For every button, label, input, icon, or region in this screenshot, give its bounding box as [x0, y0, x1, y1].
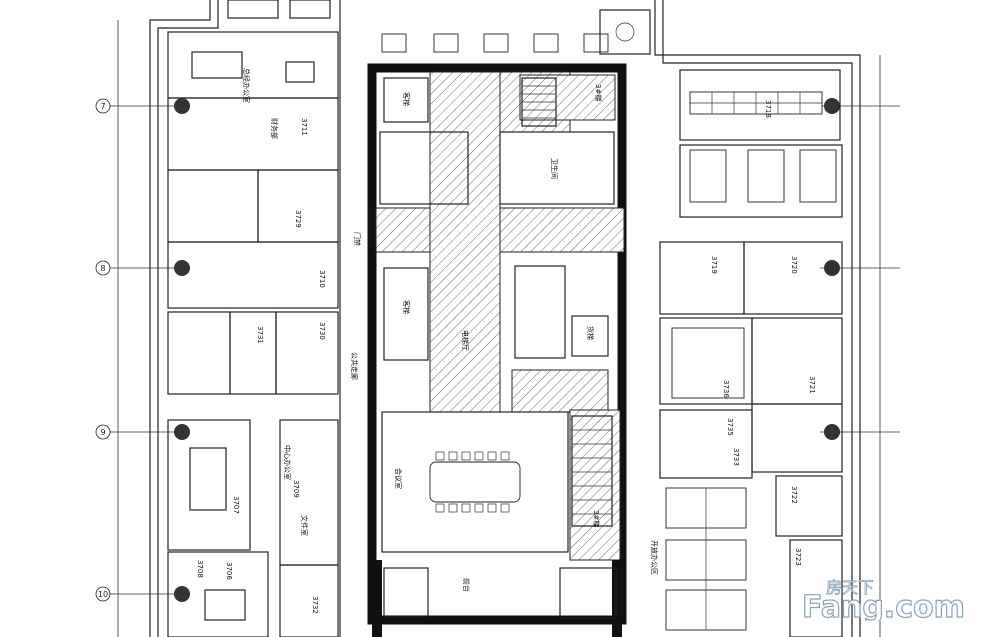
label-3735: 3735: [726, 418, 734, 436]
fang-watermark: 房天下 Fang.com: [801, 578, 965, 621]
axis-bubble-8: [95, 260, 111, 276]
watermark-brand-cn: 房天下: [826, 578, 874, 597]
label-3708: 3708: [196, 560, 204, 578]
conference-table: [429, 461, 521, 503]
axis-bubble-7: [95, 98, 111, 114]
label-mid-office: 中心办公室: [283, 445, 292, 480]
corridor-hatch: [429, 71, 501, 413]
label-3730: 3730: [318, 322, 326, 340]
axis-label-7: 7: [100, 102, 105, 111]
label-3722: 3722: [790, 486, 798, 504]
conference-room: [381, 411, 569, 553]
label-3711: 3711: [300, 118, 308, 136]
conference-chairs: [435, 451, 510, 513]
label-elevator-2: 客梯: [402, 300, 411, 314]
axis-label-8: 8: [100, 264, 105, 273]
label-front-office: 前台: [462, 578, 471, 592]
left-wing-rooms: [167, 0, 339, 637]
axis-bubble-9: [95, 424, 111, 440]
room-labels: 电梯厅 公共走廊 门禁 总经办公室 财务部 3711 3729 3710 373…: [196, 68, 816, 614]
label-stair-right: 3#梯: [592, 510, 601, 527]
label-lobby: 电梯厅: [461, 330, 470, 351]
right-wing-rooms: [659, 69, 843, 637]
label-manager-office: 总经办公室: [242, 68, 251, 103]
label-archive: 文件室: [300, 515, 309, 536]
label-3706: 3706: [225, 562, 233, 580]
top-workstations: [381, 9, 651, 55]
label-elevator-3: 货梯: [586, 326, 595, 340]
central-core: [367, 63, 627, 637]
label-3732: 3732: [311, 596, 319, 614]
label-public-corridor: 公共走廊: [350, 352, 359, 380]
watermark-brand-en: Fang.com: [802, 590, 965, 621]
label-gate: 门禁: [353, 232, 362, 246]
structural-columns: [174, 98, 840, 602]
label-3723: 3723: [794, 548, 802, 566]
stair-right: [571, 415, 613, 527]
label-3707: 3707: [232, 496, 240, 514]
building-envelope: [149, 0, 861, 637]
label-open-office: 开放办公区: [650, 540, 659, 575]
label-wc: 卫生间: [550, 158, 559, 179]
label-elevator-1: 客梯: [402, 92, 411, 106]
label-finance: 财务部: [270, 118, 279, 139]
label-3736: 3736: [722, 380, 730, 398]
label-3731: 3731: [256, 326, 264, 344]
label-3718: 3718: [764, 100, 772, 118]
label-conference: 会议室: [394, 468, 403, 489]
label-3720: 3720: [790, 256, 798, 274]
label-3709: 3709: [292, 480, 300, 498]
axis-label-10: 10: [98, 590, 108, 599]
label-3719: 3719: [710, 256, 718, 274]
label-3733: 3733: [732, 448, 740, 466]
stair-top: [521, 77, 557, 127]
axis-bubble-10: [95, 586, 111, 602]
label-stair-top: 3#梯: [594, 84, 603, 101]
label-3729: 3729: [294, 210, 302, 228]
axis-label-9: 9: [100, 428, 105, 437]
label-3721: 3721: [808, 376, 816, 394]
label-3710: 3710: [318, 270, 326, 288]
